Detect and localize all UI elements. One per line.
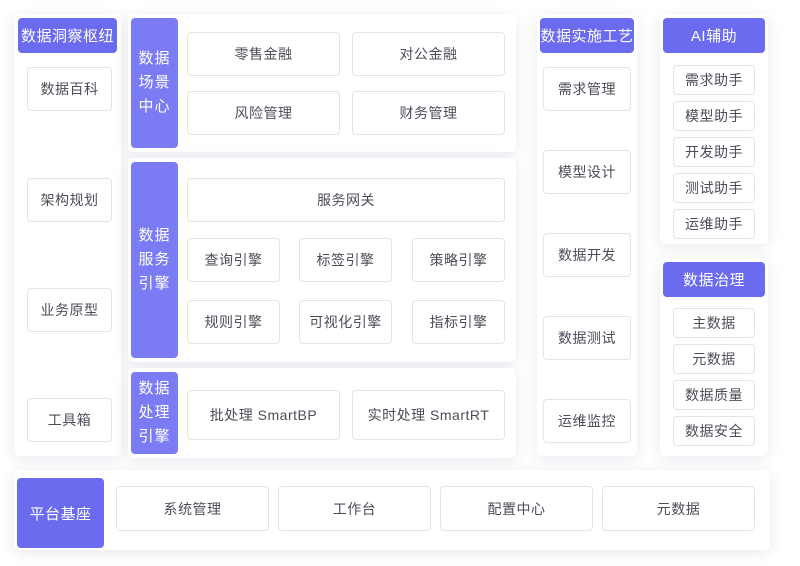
processing-engine-title: 数据 处理 引擎 (131, 372, 178, 454)
tile-visualization-engine[interactable]: 可视化引擎 (299, 300, 392, 344)
tile-realtime-smartrt[interactable]: 实时处理 SmartRT (352, 390, 505, 440)
tile-workbench[interactable]: 工作台 (278, 486, 431, 531)
tile-finance-management[interactable]: 财务管理 (352, 91, 505, 135)
implementation-title: 数据实施工艺 (540, 18, 634, 53)
tile-dev-assistant[interactable]: 开发助手 (673, 137, 755, 167)
tile-model-assistant[interactable]: 模型助手 (673, 101, 755, 131)
tile-test-assistant[interactable]: 测试助手 (673, 173, 755, 203)
tile-data-testing[interactable]: 数据测试 (543, 316, 631, 360)
tile-ops-assistant[interactable]: 运维助手 (673, 209, 755, 239)
tile-master-data[interactable]: 主数据 (673, 308, 755, 338)
tile-model-design[interactable]: 模型设计 (543, 150, 631, 194)
tile-retail-finance[interactable]: 零售金融 (187, 32, 340, 76)
insight-hub-title: 数据洞察枢纽 (18, 18, 117, 53)
tile-metric-engine[interactable]: 指标引擎 (412, 300, 505, 344)
tile-data-quality[interactable]: 数据质量 (673, 380, 755, 410)
tile-toolbox[interactable]: 工具箱 (27, 398, 112, 442)
tile-requirement-assistant[interactable]: 需求助手 (673, 65, 755, 95)
ai-assist-title: AI辅助 (663, 18, 765, 53)
tile-query-engine[interactable]: 查询引擎 (187, 238, 280, 282)
tile-system-management[interactable]: 系统管理 (116, 486, 269, 531)
tile-architecture-planning[interactable]: 架构规划 (27, 178, 112, 222)
tile-data-encyclopedia[interactable]: 数据百科 (27, 67, 112, 111)
service-engine-title: 数据 服务 引擎 (131, 162, 178, 358)
tile-risk-management[interactable]: 风险管理 (187, 91, 340, 135)
tile-service-gateway[interactable]: 服务网关 (187, 178, 505, 222)
tile-requirement-management[interactable]: 需求管理 (543, 67, 631, 111)
governance-title: 数据治理 (663, 262, 765, 297)
tile-business-prototype[interactable]: 业务原型 (27, 288, 112, 332)
tile-tag-engine[interactable]: 标签引擎 (299, 238, 392, 282)
tile-corporate-finance[interactable]: 对公金融 (352, 32, 505, 76)
platform-base-title: 平台基座 (17, 478, 104, 548)
tile-ops-monitoring[interactable]: 运维监控 (543, 399, 631, 443)
tile-metadata-gov[interactable]: 元数据 (673, 344, 755, 374)
tile-batch-smartbp[interactable]: 批处理 SmartBP (187, 390, 340, 440)
tile-metadata-base[interactable]: 元数据 (602, 486, 755, 531)
scene-center-title: 数据 场景 中心 (131, 18, 178, 148)
tile-config-center[interactable]: 配置中心 (440, 486, 593, 531)
tile-data-security[interactable]: 数据安全 (673, 416, 755, 446)
tile-data-development[interactable]: 数据开发 (543, 233, 631, 277)
tile-strategy-engine[interactable]: 策略引擎 (412, 238, 505, 282)
tile-rule-engine[interactable]: 规则引擎 (187, 300, 280, 344)
